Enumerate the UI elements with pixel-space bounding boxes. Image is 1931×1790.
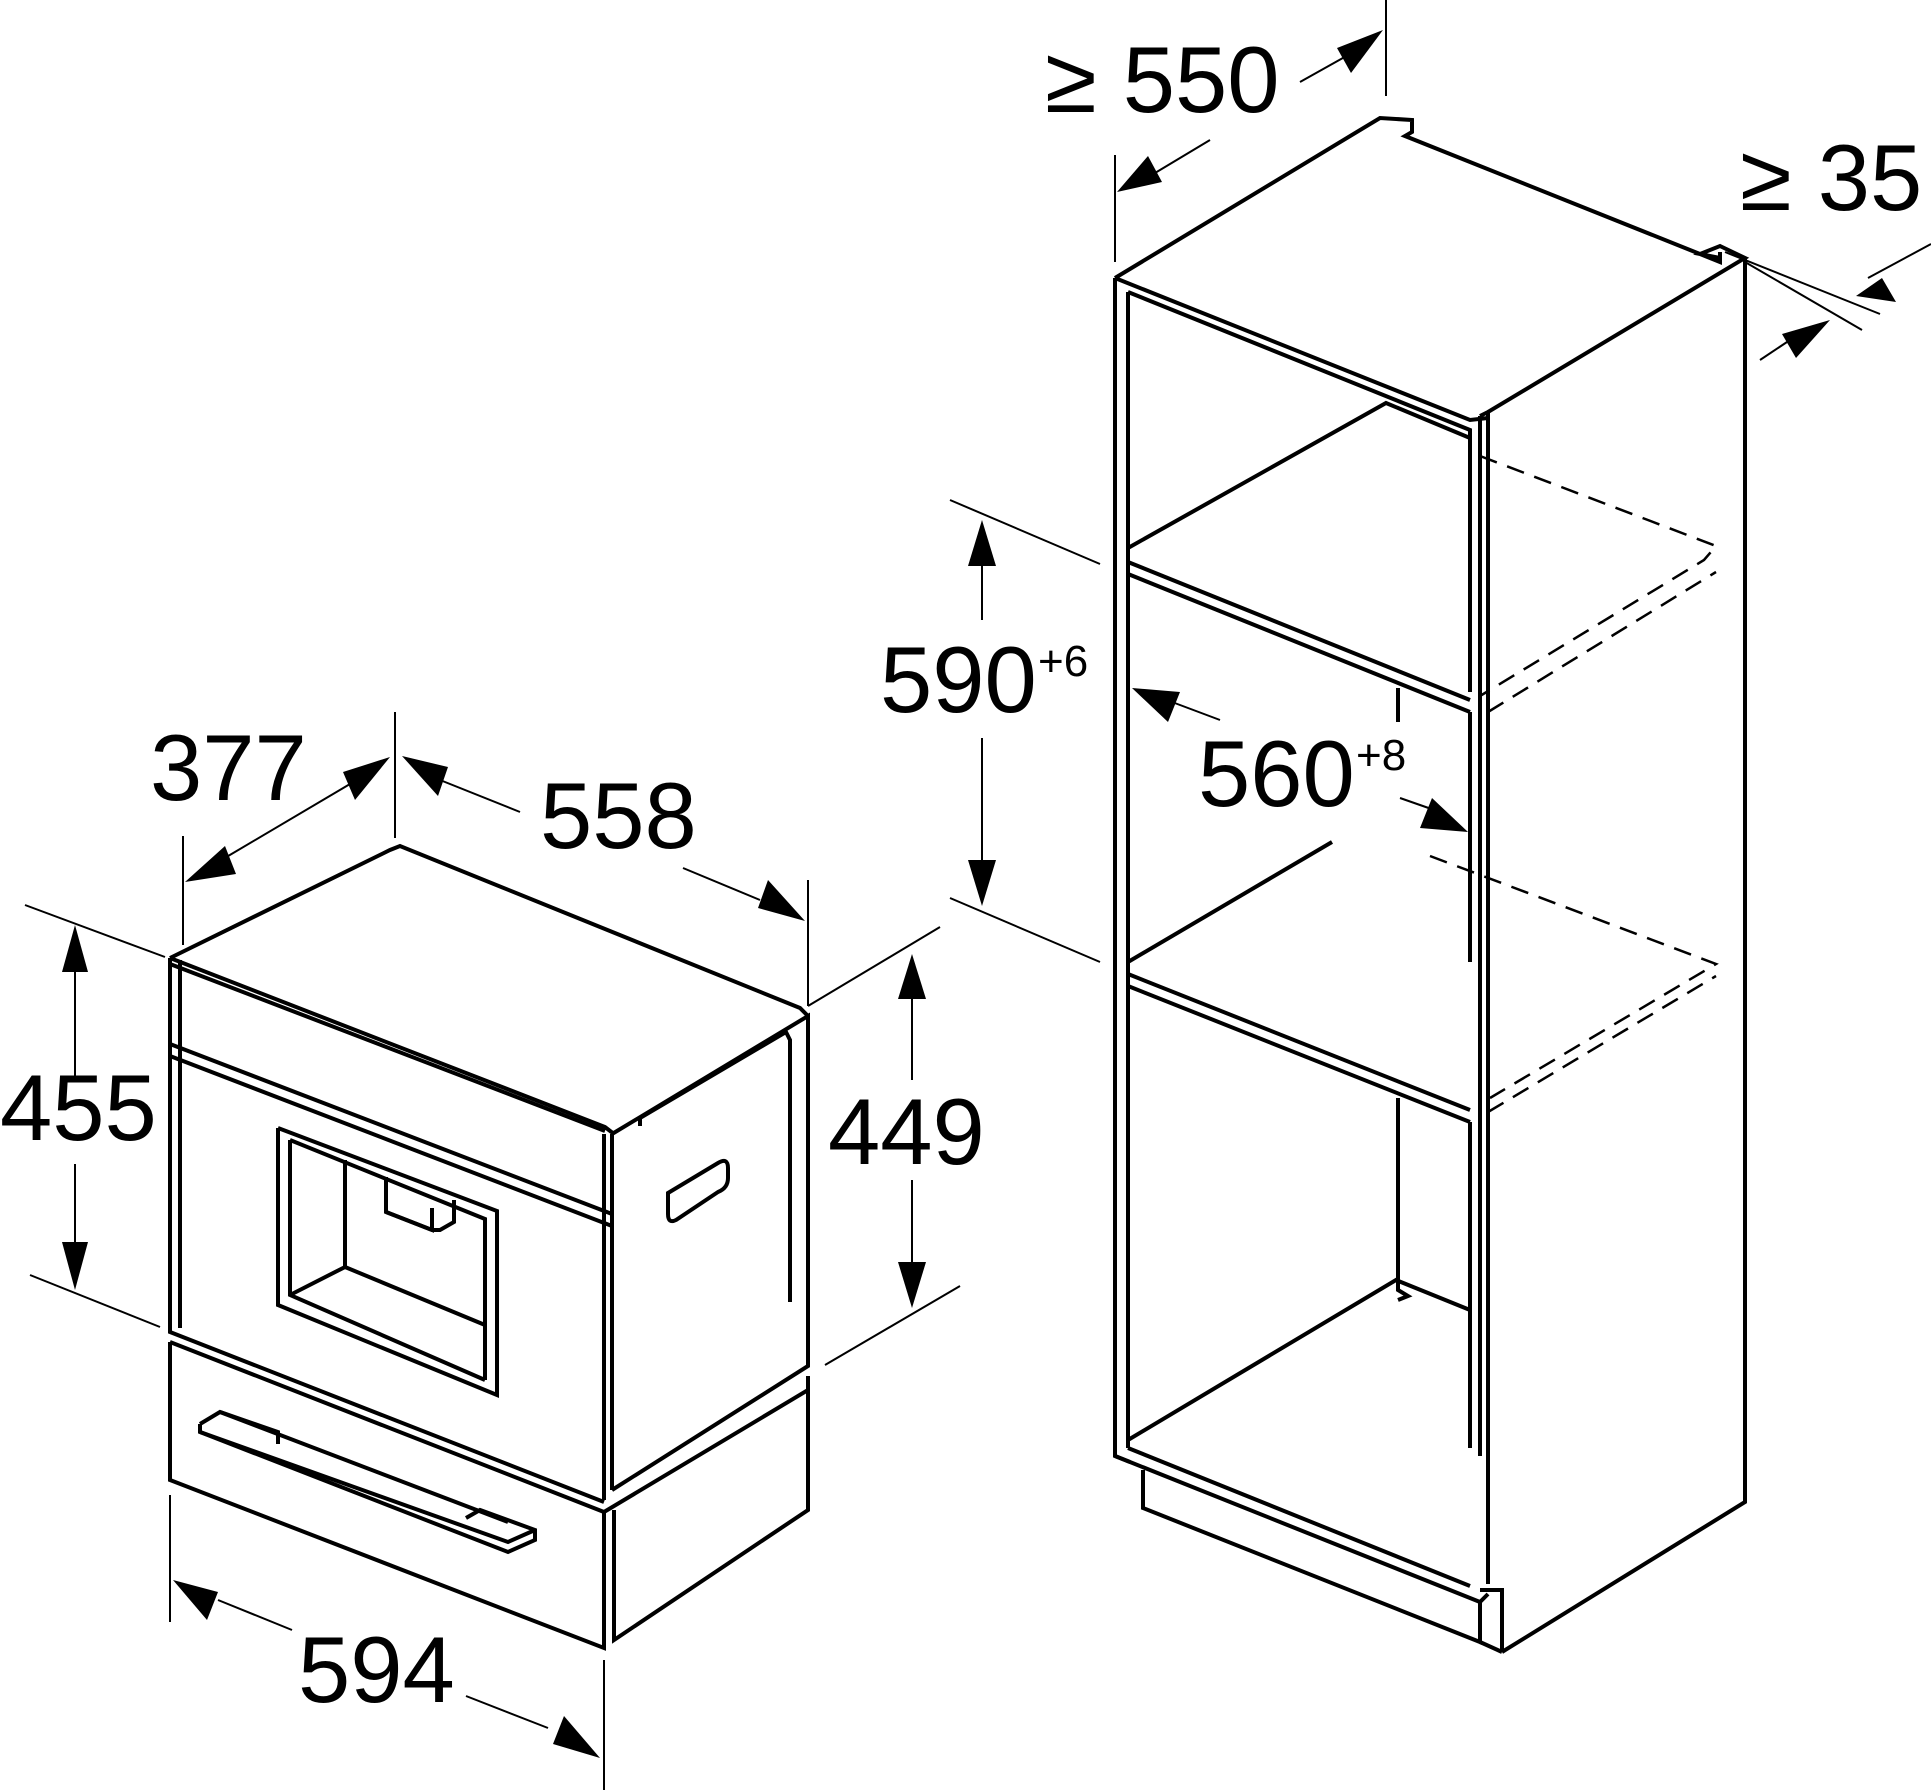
front-depth-label: 377 bbox=[150, 715, 307, 820]
depth-label: 558 bbox=[540, 763, 697, 868]
height-label: 455 bbox=[0, 1055, 157, 1160]
niche-height-label: 590 bbox=[880, 627, 1037, 732]
niche-width-tolerance: +8 bbox=[1356, 731, 1406, 780]
niche-height-tolerance: +6 bbox=[1038, 637, 1088, 686]
appliance-drawing bbox=[168, 843, 810, 1651]
cabinet-drawing bbox=[1113, 115, 1750, 1654]
cabinet-dimension-lines bbox=[949, 0, 1931, 963]
niche-width-label: 560 bbox=[1198, 721, 1355, 826]
dimension-labels: 377 558 455 449 594 ≥ 550 ≥ 35 590 +6 56… bbox=[0, 27, 1922, 1722]
cabinet-depth-label: ≥ 550 bbox=[1045, 27, 1280, 132]
clearance-label: ≥ 35 bbox=[1740, 125, 1922, 230]
width-label: 594 bbox=[298, 1617, 455, 1722]
body-height-label: 449 bbox=[828, 1079, 985, 1184]
appliance-dimension-lines bbox=[24, 712, 961, 1790]
